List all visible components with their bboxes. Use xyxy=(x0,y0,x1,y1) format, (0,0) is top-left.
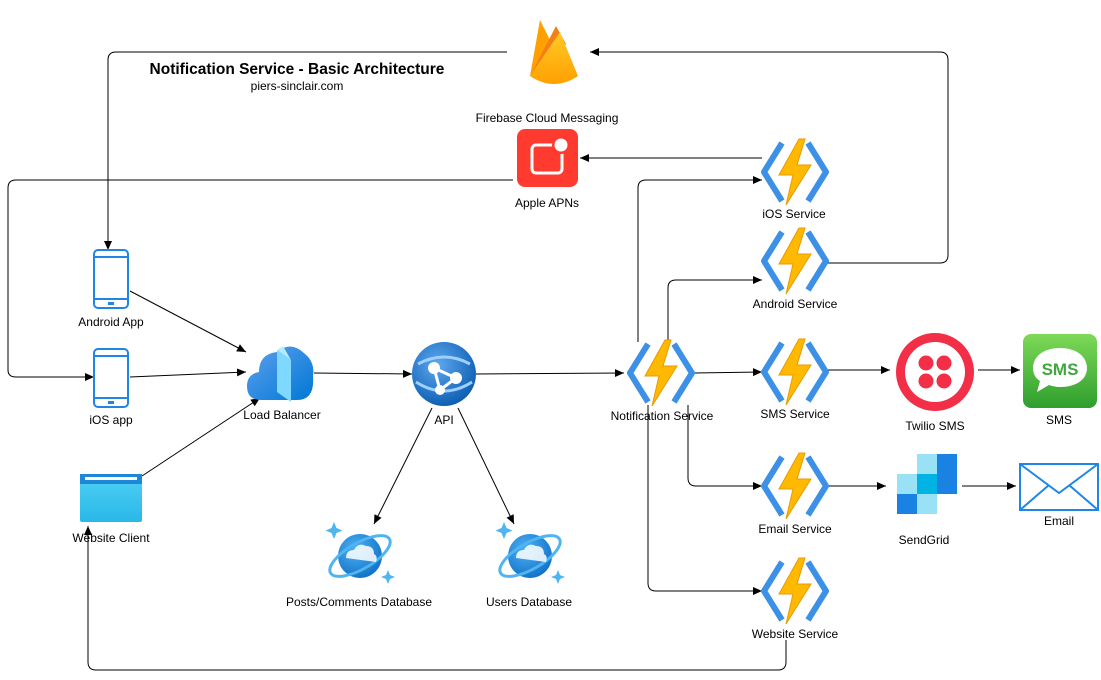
node-website-service: Website Service xyxy=(752,558,839,641)
app-service-icon xyxy=(412,342,476,406)
firebase-icon xyxy=(530,20,578,84)
edge-api-to-notification-service xyxy=(475,369,625,378)
edge-website-service-to-website-client xyxy=(84,526,787,671)
node-posts-comments-database: Posts/Comments Database xyxy=(286,520,432,609)
envelope-icon xyxy=(1019,463,1099,511)
edge-lb-to-api xyxy=(313,369,413,378)
label-notification-service: Notification Service xyxy=(611,409,714,423)
node-notification-service: Notification Service xyxy=(611,340,714,423)
label-android-app: Android App xyxy=(78,315,144,329)
node-website-client: Website Client xyxy=(72,474,150,545)
connectors xyxy=(7,48,1020,671)
browser-window-icon xyxy=(80,474,142,522)
edge-ios-app-to-lb xyxy=(129,368,247,378)
edge-fcm-to-android-app xyxy=(104,51,507,250)
label-email: Email xyxy=(1044,514,1074,528)
edge-android-app-to-lb xyxy=(129,290,247,353)
node-sms: SMS SMS xyxy=(1023,334,1097,427)
node-twilio-sms: Twilio SMS xyxy=(896,333,974,433)
node-ios-service: iOS Service xyxy=(762,139,826,221)
label-website-client: Website Client xyxy=(72,531,150,545)
label-ios-service: iOS Service xyxy=(762,207,826,221)
edge-notification-to-sms-service xyxy=(693,368,763,377)
edge-notification-to-ios-service xyxy=(637,176,762,342)
function-icon xyxy=(630,340,692,406)
mobile-phone-icon xyxy=(93,249,129,309)
apple-apns-icon xyxy=(517,129,578,187)
label-ios-app: iOS app xyxy=(89,413,133,427)
node-load-balancer: Load Balancer xyxy=(243,346,321,422)
load-balancer-icon xyxy=(247,346,314,402)
label-users-db: Users Database xyxy=(486,595,572,609)
diagram-subtitle: piers-sinclair.com xyxy=(251,79,344,93)
function-icon xyxy=(764,228,826,294)
node-firebase-cloud-messaging: Firebase Cloud Messaging xyxy=(476,20,619,125)
edge-notification-to-email-service xyxy=(687,405,762,490)
node-api: API xyxy=(412,342,476,427)
node-android-app: Android App xyxy=(78,249,144,329)
node-sendgrid: SendGrid xyxy=(897,454,957,547)
node-email: Email xyxy=(1019,463,1099,528)
cosmos-db-icon xyxy=(492,520,568,586)
label-sms: SMS xyxy=(1046,413,1072,427)
label-website-service: Website Service xyxy=(752,627,839,641)
edge-notification-to-website-service xyxy=(647,405,762,595)
node-apple-apns: Apple APNs xyxy=(515,129,579,210)
node-email-service: Email Service xyxy=(758,453,832,536)
node-ios-app: iOS app xyxy=(89,348,133,427)
label-posts-db: Posts/Comments Database xyxy=(286,595,432,609)
label-api: API xyxy=(434,413,453,427)
label-load-balancer: Load Balancer xyxy=(243,408,320,422)
diagram-title: Notification Service - Basic Architectur… xyxy=(150,61,445,78)
function-icon xyxy=(764,558,826,624)
label-sendgrid: SendGrid xyxy=(899,533,950,547)
edge-website-client-to-lb xyxy=(141,397,261,477)
label-firebase: Firebase Cloud Messaging xyxy=(476,111,619,125)
mobile-phone-icon xyxy=(93,348,129,408)
label-apns: Apple APNs xyxy=(515,196,579,210)
twilio-icon xyxy=(896,333,974,411)
function-icon xyxy=(764,453,826,519)
svg-text:SMS: SMS xyxy=(1042,360,1079,379)
node-sms-service: SMS Service xyxy=(760,339,830,421)
function-icon xyxy=(764,139,826,205)
edge-android-service-to-fcm xyxy=(590,48,949,264)
edge-notification-to-android-service xyxy=(667,276,762,342)
edge-apns-to-ios-app xyxy=(7,179,513,381)
node-android-service: Android Service xyxy=(753,228,838,311)
sendgrid-icon xyxy=(897,454,957,514)
label-email-service: Email Service xyxy=(758,522,832,536)
sms-bubble-icon: SMS xyxy=(1023,334,1097,408)
function-icon xyxy=(764,339,826,405)
label-twilio: Twilio SMS xyxy=(905,419,964,433)
edge-api-to-users-db xyxy=(457,407,515,525)
label-android-service: Android Service xyxy=(753,297,838,311)
edge-api-to-posts-db xyxy=(373,407,433,525)
cosmos-db-icon xyxy=(322,520,398,586)
label-sms-service: SMS Service xyxy=(760,407,830,421)
node-users-database: Users Database xyxy=(486,520,572,609)
